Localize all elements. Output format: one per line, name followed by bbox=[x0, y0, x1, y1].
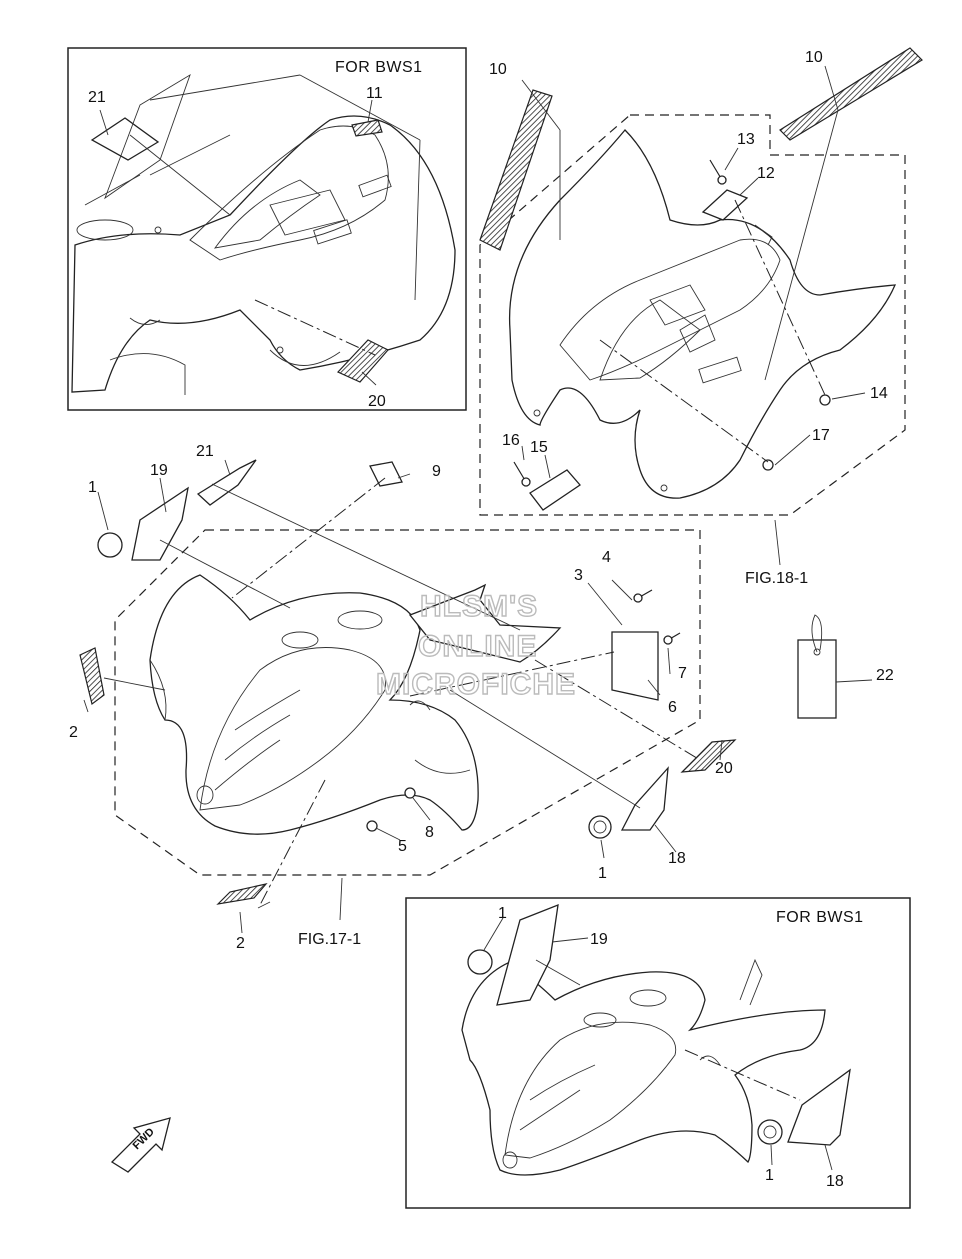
callout-8: 8 bbox=[425, 824, 434, 841]
washer-5-icon bbox=[366, 820, 378, 832]
callout-15: 15 bbox=[530, 439, 548, 456]
inset-front-bws1: FOR BWS1 1 19 1 18 bbox=[405, 897, 911, 1209]
tag-22: 22 bbox=[797, 614, 894, 719]
callout-20-main: 20 bbox=[715, 760, 733, 777]
callout-2-bottom: 2 bbox=[236, 935, 245, 952]
figref-17-1: FIG.17-1 bbox=[298, 931, 361, 948]
callout-21-main: 21 bbox=[196, 443, 214, 460]
emblem-1-icon bbox=[588, 815, 612, 839]
inset-rear-label: FOR BWS1 bbox=[335, 59, 423, 76]
callout-1-mid: 1 bbox=[598, 865, 607, 882]
nut-14-icon bbox=[819, 394, 831, 406]
callout-20-inset: 20 bbox=[368, 393, 386, 410]
callout-21-inset: 21 bbox=[88, 89, 106, 106]
callout-16: 16 bbox=[502, 432, 520, 449]
callout-14: 14 bbox=[870, 385, 888, 402]
figref-18-1: FIG.18-1 bbox=[745, 570, 808, 587]
screw-13-icon bbox=[709, 159, 727, 185]
nut-17-icon bbox=[762, 459, 774, 471]
callout-2-top: 2 bbox=[69, 724, 78, 741]
fwd-arrow-icon: FWD bbox=[110, 1117, 171, 1173]
watermark-line2: ONLINE bbox=[418, 630, 537, 663]
emblem-1-inset-icon bbox=[757, 1119, 783, 1145]
watermark: HLSM'S ONLINE MICROFICHE bbox=[375, 589, 576, 701]
callout-1-top: 1 bbox=[88, 479, 97, 496]
callout-3: 3 bbox=[574, 567, 583, 584]
inset-rear-bws1: FOR BWS1 21 11 20 bbox=[67, 47, 467, 411]
callout-5: 5 bbox=[398, 838, 407, 855]
callout-19-main: 19 bbox=[150, 462, 168, 479]
callout-7: 7 bbox=[678, 665, 687, 682]
washer-8-icon bbox=[404, 787, 416, 799]
watermark-line3: MICROFICHE bbox=[376, 668, 576, 701]
callout-22: 22 bbox=[876, 667, 894, 684]
callout-11: 11 bbox=[366, 85, 383, 102]
callout-17: 17 bbox=[812, 427, 830, 444]
callout-9: 9 bbox=[432, 463, 441, 480]
rear-fender-assembly: 10 10 13 12 14 17 16 15 FIG.18-1 bbox=[479, 47, 923, 587]
callout-19-inset: 19 bbox=[590, 931, 608, 948]
callout-1-inset-b: 1 bbox=[765, 1167, 774, 1184]
front-fender-assembly: 1 19 21 9 4 3 7 6 2 20 8 5 18 1 2 FIG.17… bbox=[69, 443, 737, 952]
inset-front-label: FOR BWS1 bbox=[776, 909, 864, 926]
watermark-line1: HLSM'S bbox=[420, 590, 538, 623]
callout-10-left: 10 bbox=[489, 61, 507, 78]
callout-18-main: 18 bbox=[668, 850, 686, 867]
callout-6: 6 bbox=[668, 699, 677, 716]
screw-7-icon bbox=[663, 632, 681, 645]
callout-4: 4 bbox=[602, 549, 611, 566]
callout-18-inset: 18 bbox=[826, 1173, 844, 1190]
callout-13: 13 bbox=[737, 131, 755, 148]
callout-1-inset: 1 bbox=[498, 905, 507, 922]
callout-12: 12 bbox=[757, 165, 775, 182]
screw-4-icon bbox=[633, 589, 653, 603]
decal-1-plain bbox=[97, 532, 123, 558]
callout-10-right: 10 bbox=[805, 49, 823, 66]
screw-16-icon bbox=[513, 461, 531, 487]
